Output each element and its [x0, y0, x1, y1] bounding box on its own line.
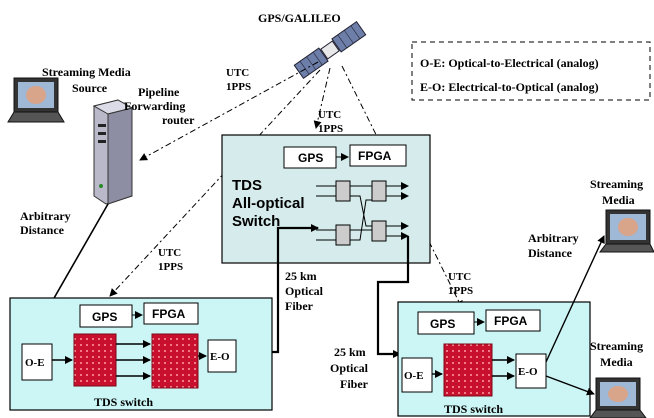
arbitrary-left-2: Distance [20, 223, 65, 237]
sink-links [545, 235, 605, 396]
fiber-bottom-1: 25 km [334, 345, 366, 359]
source-label-1: Streaming Media [42, 65, 131, 79]
fiber-top-2: Optical [285, 284, 324, 298]
pps-label-router: 1PPS [226, 81, 251, 93]
legend-line-eo: E-O: Electrical-to-Optical (analog) [420, 80, 599, 94]
pps-label-core: 1PPS [318, 123, 343, 135]
right-board-icon [443, 343, 493, 397]
left-switch: GPS FPGA O-E E-O TDS switch [9, 297, 273, 411]
right-oe-label: O-E [404, 370, 424, 382]
left-oe-label: O-E [25, 357, 45, 369]
legend: O-E: Optical-to-Electrical (analog) E-O:… [411, 41, 651, 101]
arbitrary-left-1: Arbitrary [20, 209, 71, 223]
right-fpga-label: FPGA [494, 314, 528, 328]
right-switch-caption: TDS switch [444, 402, 503, 416]
sink-bottom-laptop-icon [589, 377, 647, 418]
router-label-3: router [162, 113, 195, 127]
left-fpga-label: FPGA [152, 307, 186, 321]
fiber-top-1: 25 km [285, 269, 317, 283]
core-fpga-box [349, 144, 407, 167]
right-gps-label: GPS [430, 317, 455, 331]
fiber-bottom-2: Optical [330, 361, 369, 375]
satellite-label: GPS/GALILEO [258, 11, 341, 25]
right-eo-label: E-O [518, 366, 538, 378]
router-label-2: Forwarding [124, 99, 185, 113]
core-gps-label: GPS [298, 151, 323, 165]
left-board-2-icon [151, 333, 199, 389]
source-laptop-icon [7, 77, 65, 123]
router-label-1: Pipeline [138, 85, 180, 99]
sink-bottom-label-2: Media [600, 355, 633, 369]
fiber-top-3: Fiber [285, 299, 314, 313]
left-eo-label: E-O [210, 351, 230, 363]
right-switch: GPS FPGA O-E E-O TDS switch [397, 301, 591, 417]
left-board-1-icon [73, 333, 117, 387]
sink-top-label-2: Media [602, 193, 635, 207]
source-label-2: Source [72, 81, 108, 95]
core-title-1: TDS [232, 177, 262, 194]
sink-top-label-1: Streaming [590, 177, 643, 191]
utc-label-left: UTC [158, 247, 181, 259]
pps-label-right: 1PPS [448, 285, 473, 297]
core-fpga-label: FPGA [358, 149, 392, 163]
satellite-icon [293, 20, 367, 80]
sink-bottom-label-1: Streaming [590, 339, 643, 353]
utc-label-right: UTC [448, 271, 471, 283]
utc-label-router: UTC [226, 67, 249, 79]
arbitrary-right-1: Arbitrary [528, 231, 579, 245]
utc-label-core: UTC [318, 109, 341, 121]
sink-top-laptop-icon [599, 209, 654, 253]
pps-label-left: 1PPS [158, 261, 183, 273]
arbitrary-right-2: Distance [528, 246, 573, 260]
fiber-bottom-3: Fiber [340, 377, 369, 391]
optical-fabric-icon [316, 180, 409, 246]
left-switch-caption: TDS switch [94, 395, 153, 409]
core-title-3: Switch [232, 213, 280, 230]
left-gps-label: GPS [92, 310, 117, 324]
router-tower-icon [92, 99, 134, 205]
core-title-2: All-optical [232, 195, 305, 212]
legend-line-oe: O-E: Optical-to-Electrical (analog) [420, 56, 599, 70]
core-switch: GPS FPGA TDS All-optical Switch [221, 134, 431, 264]
